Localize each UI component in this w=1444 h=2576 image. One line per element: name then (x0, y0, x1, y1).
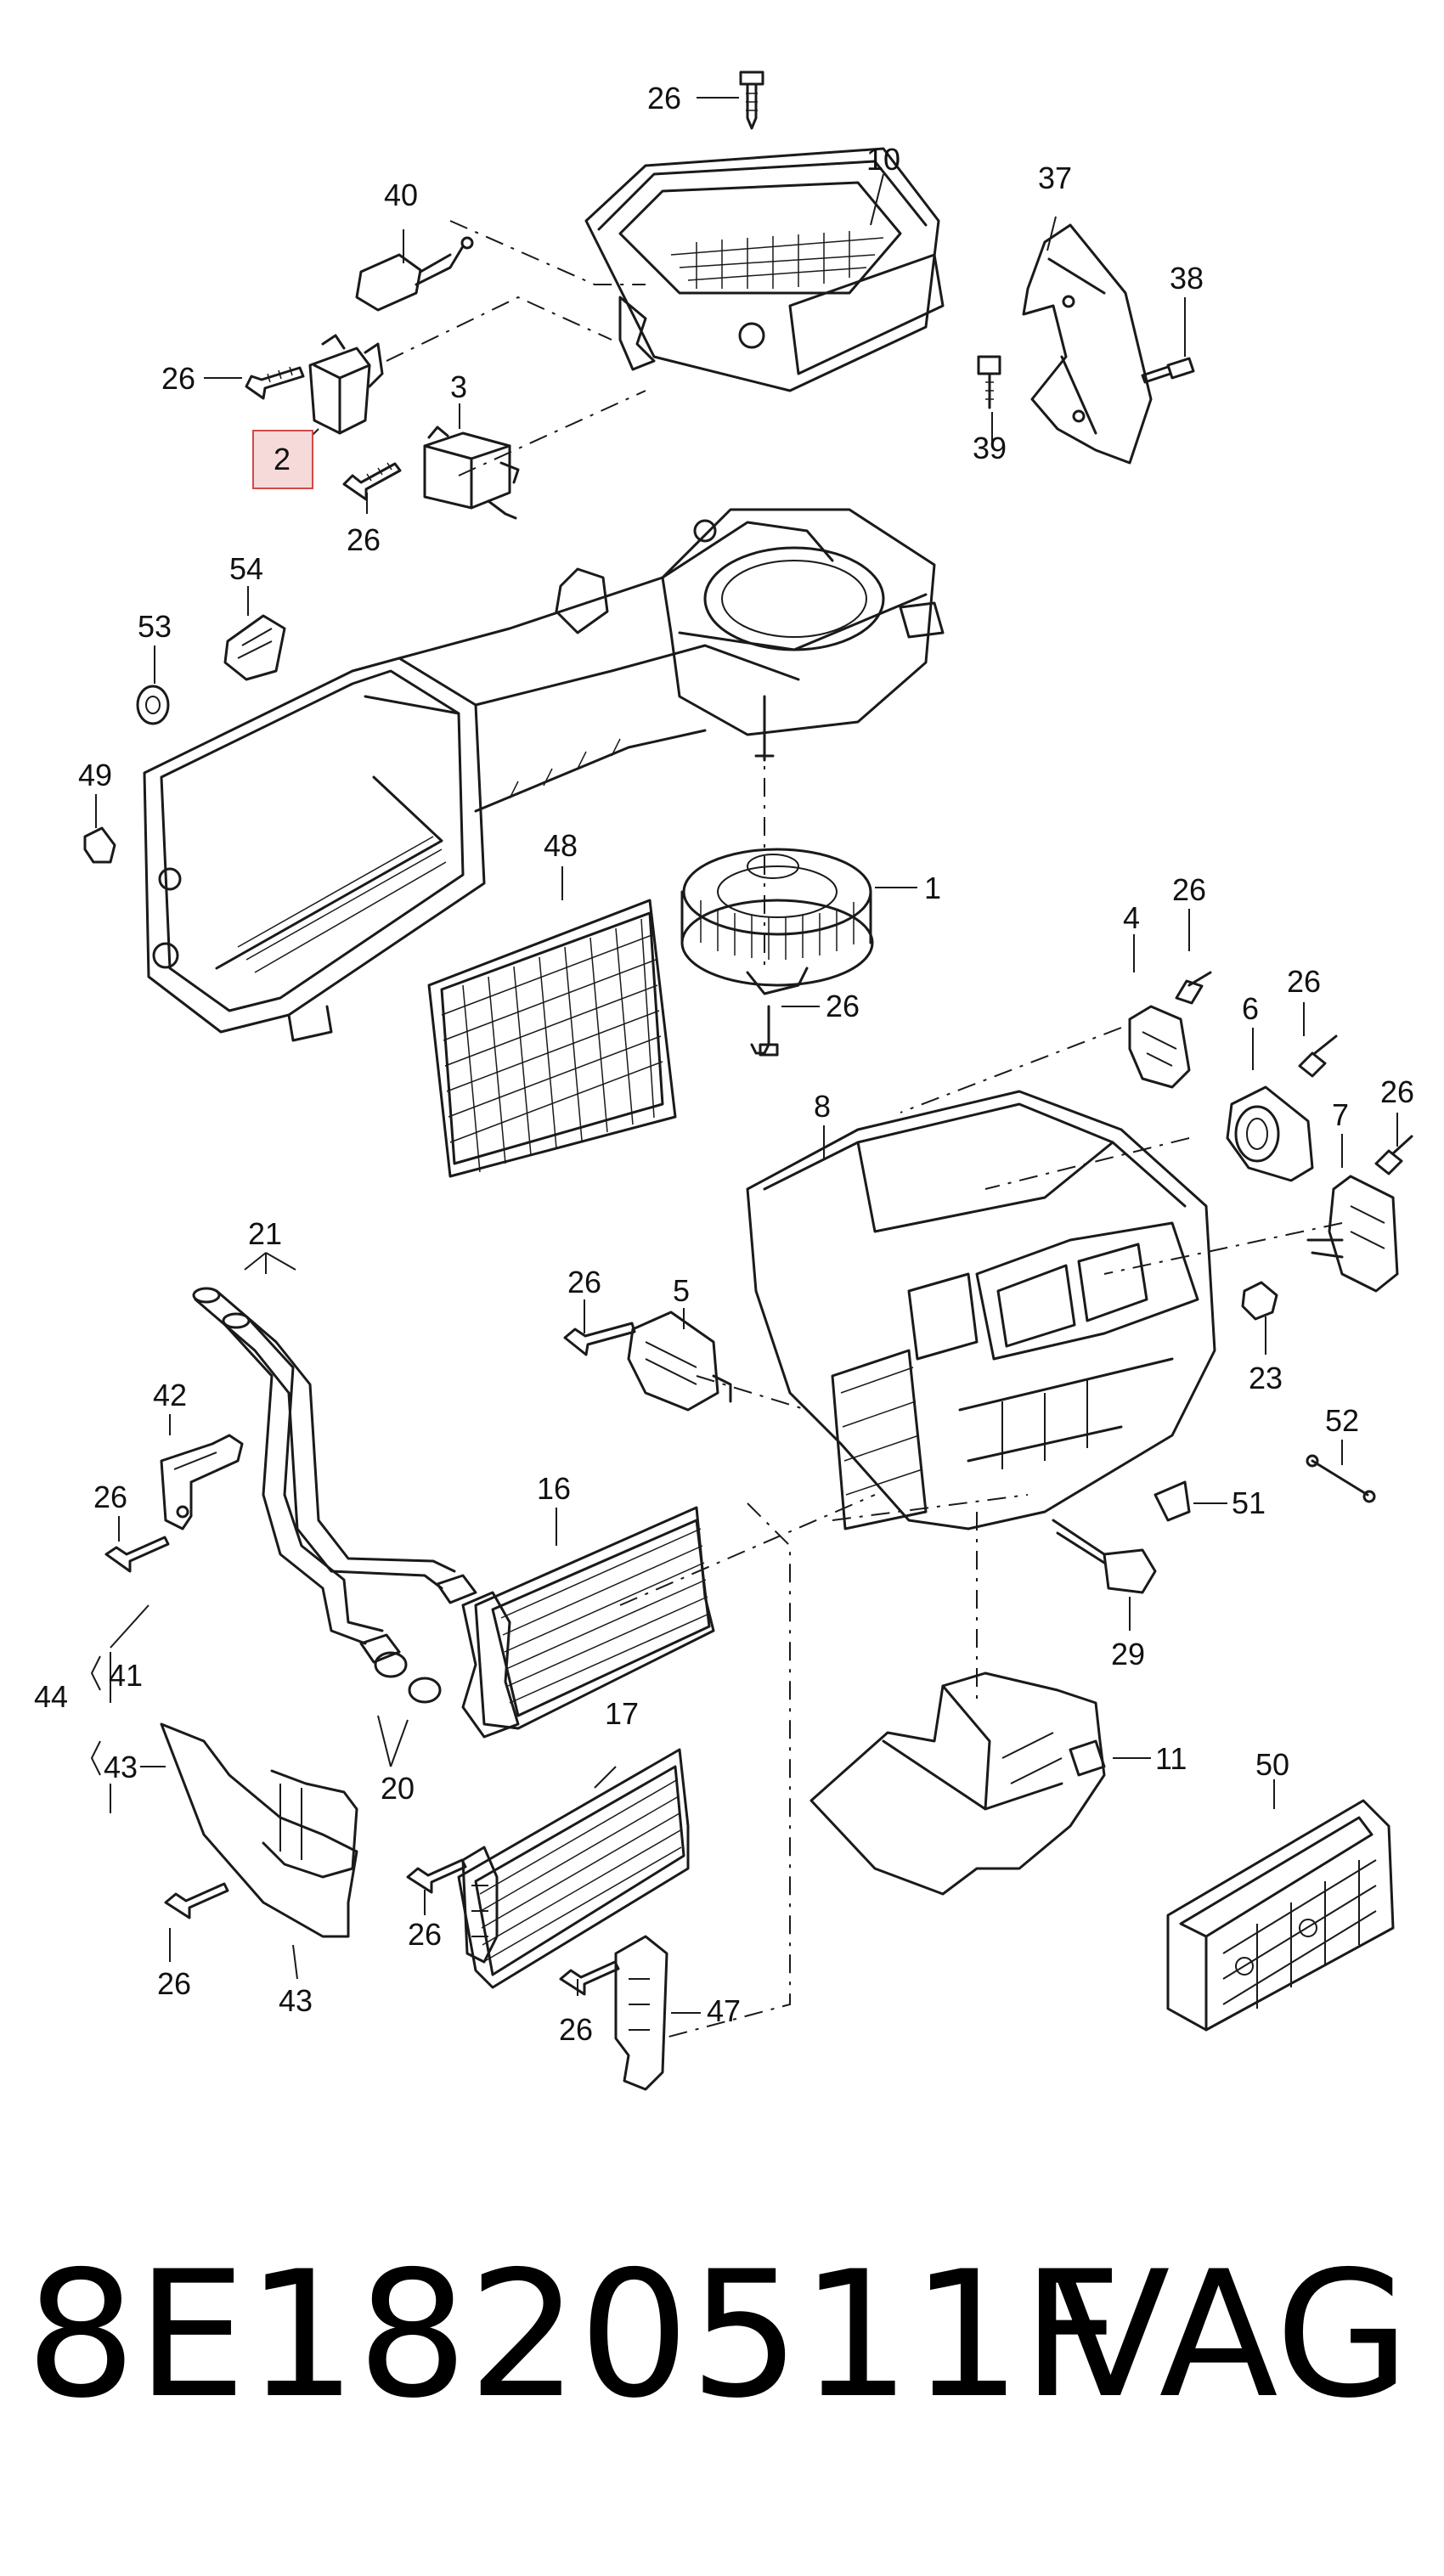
screw-39 (977, 355, 1001, 409)
callout-43-lower: 43 (279, 1983, 313, 2018)
part-20-clips (374, 1651, 442, 1704)
screw-26-part6 (1298, 1034, 1338, 1078)
part-11-air-duct (809, 1671, 1106, 1896)
callout-26-part6: 26 (1287, 964, 1321, 999)
callout-26-part43: 26 (157, 1966, 191, 2001)
highlight-box-part-2 (252, 430, 313, 489)
callout-26-part42: 26 (93, 1480, 127, 1514)
part-51-plug (1154, 1480, 1191, 1522)
callout-23: 23 (1249, 1361, 1283, 1395)
callouts: 26 10 40 37 38 26 3 2 39 26 54 53 49 48 … (34, 81, 1414, 2047)
screw-26-part5 (563, 1322, 636, 1356)
callout-26-part7: 26 (1380, 1074, 1414, 1109)
exploded-parts-diagram: 26 10 40 37 38 26 3 2 39 26 54 53 49 48 … (34, 70, 1414, 2091)
callout-54: 54 (229, 551, 263, 586)
part-21-heater-pipes (192, 1287, 477, 1664)
part-7-servo (1306, 1175, 1399, 1293)
callout-37: 37 (1038, 161, 1072, 195)
blower-housing (661, 508, 945, 762)
part-16-heater-core (461, 1506, 715, 1739)
screw-26-part17 (406, 1858, 467, 1894)
callout-10: 10 (866, 142, 900, 177)
callout-51: 51 (1232, 1485, 1266, 1520)
callout-6: 6 (1242, 991, 1259, 1026)
part-40-connector (355, 236, 474, 312)
callout-53: 53 (138, 609, 172, 644)
screw-26-part4 (1175, 971, 1212, 1005)
part-23-clip (1241, 1281, 1278, 1321)
screw-26-part7 (1374, 1135, 1413, 1175)
part-50-control-panel (1166, 1799, 1395, 2032)
part-3-servo-motor (423, 426, 520, 520)
part-10-distribution-housing (584, 147, 945, 392)
part-54-clip (223, 614, 286, 681)
callout-17: 17 (605, 1696, 639, 1731)
part-47-bracket (614, 1935, 668, 2091)
callout-26-part47: 26 (559, 2012, 593, 2047)
part-4-servo (1128, 1005, 1191, 1089)
callout-21: 21 (248, 1216, 282, 1251)
part-2-servo-motor (308, 334, 384, 435)
part-42-bracket (160, 1434, 244, 1530)
part-53-grommet (136, 685, 170, 725)
callout-26-part5: 26 (567, 1265, 601, 1299)
part-43-cover (160, 1722, 358, 1938)
callout-26-part17: 26 (408, 1917, 442, 1952)
callout-26-part1: 26 (826, 989, 860, 1023)
part-29-sensor (1052, 1519, 1157, 1594)
part-48-filter (427, 899, 677, 1178)
screw-26-part47 (559, 1960, 620, 1996)
screw-26-top (739, 70, 764, 130)
callout-48: 48 (544, 828, 578, 863)
callout-16: 16 (537, 1471, 571, 1506)
callout-2: 2 (274, 442, 290, 476)
screw-38 (1141, 357, 1195, 384)
callout-39: 39 (973, 431, 1007, 465)
screw-26-part43 (164, 1882, 229, 1919)
part-8-heater-box (746, 1090, 1216, 1530)
callout-50: 50 (1255, 1747, 1289, 1782)
part-6-servo (1226, 1085, 1314, 1182)
leader-lines (90, 97, 1398, 2014)
part-37-bracket (1022, 223, 1153, 465)
screw-26-part2 (245, 366, 305, 400)
callout-7: 7 (1332, 1097, 1349, 1132)
callout-52: 52 (1325, 1403, 1359, 1438)
screw-26-part42 (104, 1536, 170, 1573)
upper-heater-housing (143, 521, 834, 1042)
callout-29: 29 (1111, 1637, 1145, 1671)
brand-caption: VAG (1051, 2235, 1410, 2437)
part-52-rod (1306, 1454, 1376, 1503)
callout-49: 49 (78, 758, 112, 792)
part-49-stud (83, 826, 116, 864)
callout-47: 47 (707, 1993, 741, 2028)
callout-5: 5 (673, 1273, 690, 1308)
callout-40: 40 (384, 178, 418, 212)
callout-26-part4: 26 (1172, 872, 1206, 907)
screw-26-part1 (750, 1005, 779, 1057)
part-17-heater-core (457, 1748, 690, 1989)
callout-26-part2: 26 (161, 361, 195, 396)
callout-43-upper: 43 (104, 1750, 138, 1784)
callout-26-part3: 26 (347, 522, 381, 557)
callout-3: 3 (450, 369, 467, 404)
callout-38: 38 (1170, 261, 1204, 296)
callout-20: 20 (381, 1771, 415, 1806)
callout-11: 11 (1155, 1741, 1187, 1776)
callout-44: 44 (34, 1679, 68, 1714)
assembly-lines (386, 220, 1343, 2039)
callout-1: 1 (924, 871, 941, 905)
part-5-sensor (627, 1311, 732, 1412)
callout-42: 42 (153, 1378, 187, 1412)
screw-26-part3 (342, 462, 402, 501)
callout-4: 4 (1123, 900, 1140, 935)
part-number-caption: 8E1820511F (25, 2235, 1122, 2437)
callout-41: 41 (109, 1658, 143, 1693)
part-1-blower-fan (680, 848, 874, 995)
callout-8: 8 (814, 1089, 831, 1124)
callout-26-top: 26 (647, 81, 681, 116)
